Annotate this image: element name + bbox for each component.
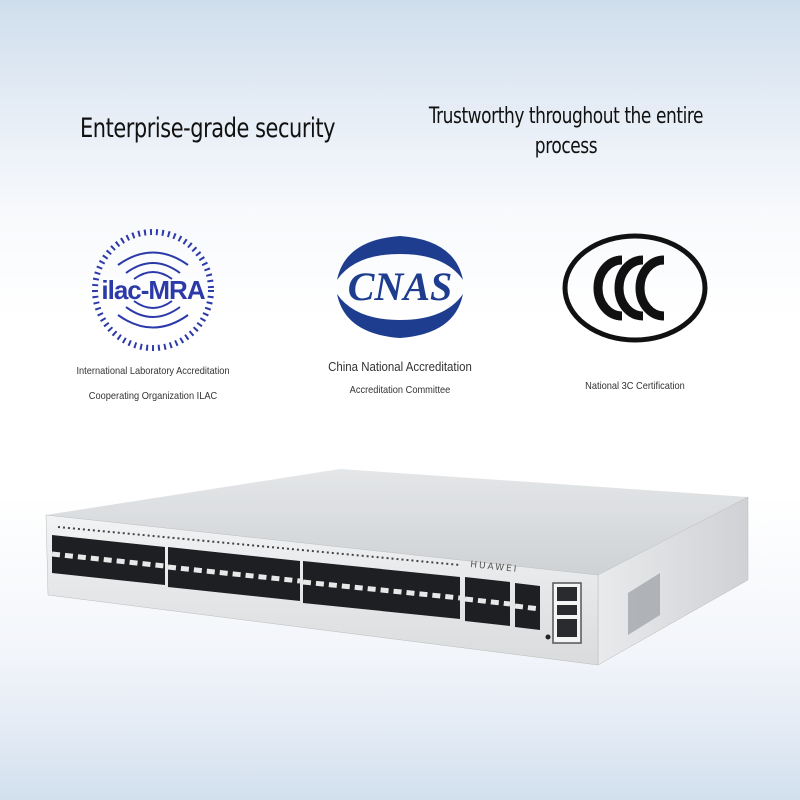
- svg-text:ilac-MRA: ilac-MRA: [101, 275, 205, 305]
- management-ports: [552, 582, 582, 644]
- headline-enterprise-security: Enterprise-grade security: [80, 113, 336, 144]
- uplink-ports: [464, 577, 541, 630]
- cert-ccc: National 3C Certification: [555, 232, 715, 399]
- ilac-mra-logo-icon: ilac-MRA: [92, 229, 214, 351]
- ccc-caption: National 3C Certification: [585, 380, 685, 392]
- cnas-caption-line2: Accreditation Committee: [349, 384, 451, 396]
- sfp-ports-group-1: [51, 535, 166, 585]
- cert-ilac: ilac-MRA International Laboratory Accred…: [60, 225, 246, 409]
- ccc-logo-icon: [562, 233, 708, 343]
- headline-trustworthy: Trustworthy throughout the entire proces…: [428, 104, 704, 159]
- sfp-ports-group-3: [302, 561, 461, 619]
- cnas-caption-line1: China National Accreditation: [328, 359, 472, 374]
- svg-text:CNAS: CNAS: [348, 264, 453, 309]
- vent-grill: [628, 573, 660, 635]
- huawei-switch-image: HUAWEI: [45, 469, 749, 666]
- cert-cnas: CNAS China National Accreditation Accred…: [310, 232, 490, 401]
- ilac-caption-line1: International Laboratory Accreditation: [76, 365, 230, 377]
- ilac-caption-line2: Cooperating Organization ILAC: [88, 390, 218, 402]
- sfp-ports-group-2: [167, 547, 301, 601]
- reset-button: [545, 634, 551, 640]
- cnas-logo-icon: CNAS: [337, 236, 463, 338]
